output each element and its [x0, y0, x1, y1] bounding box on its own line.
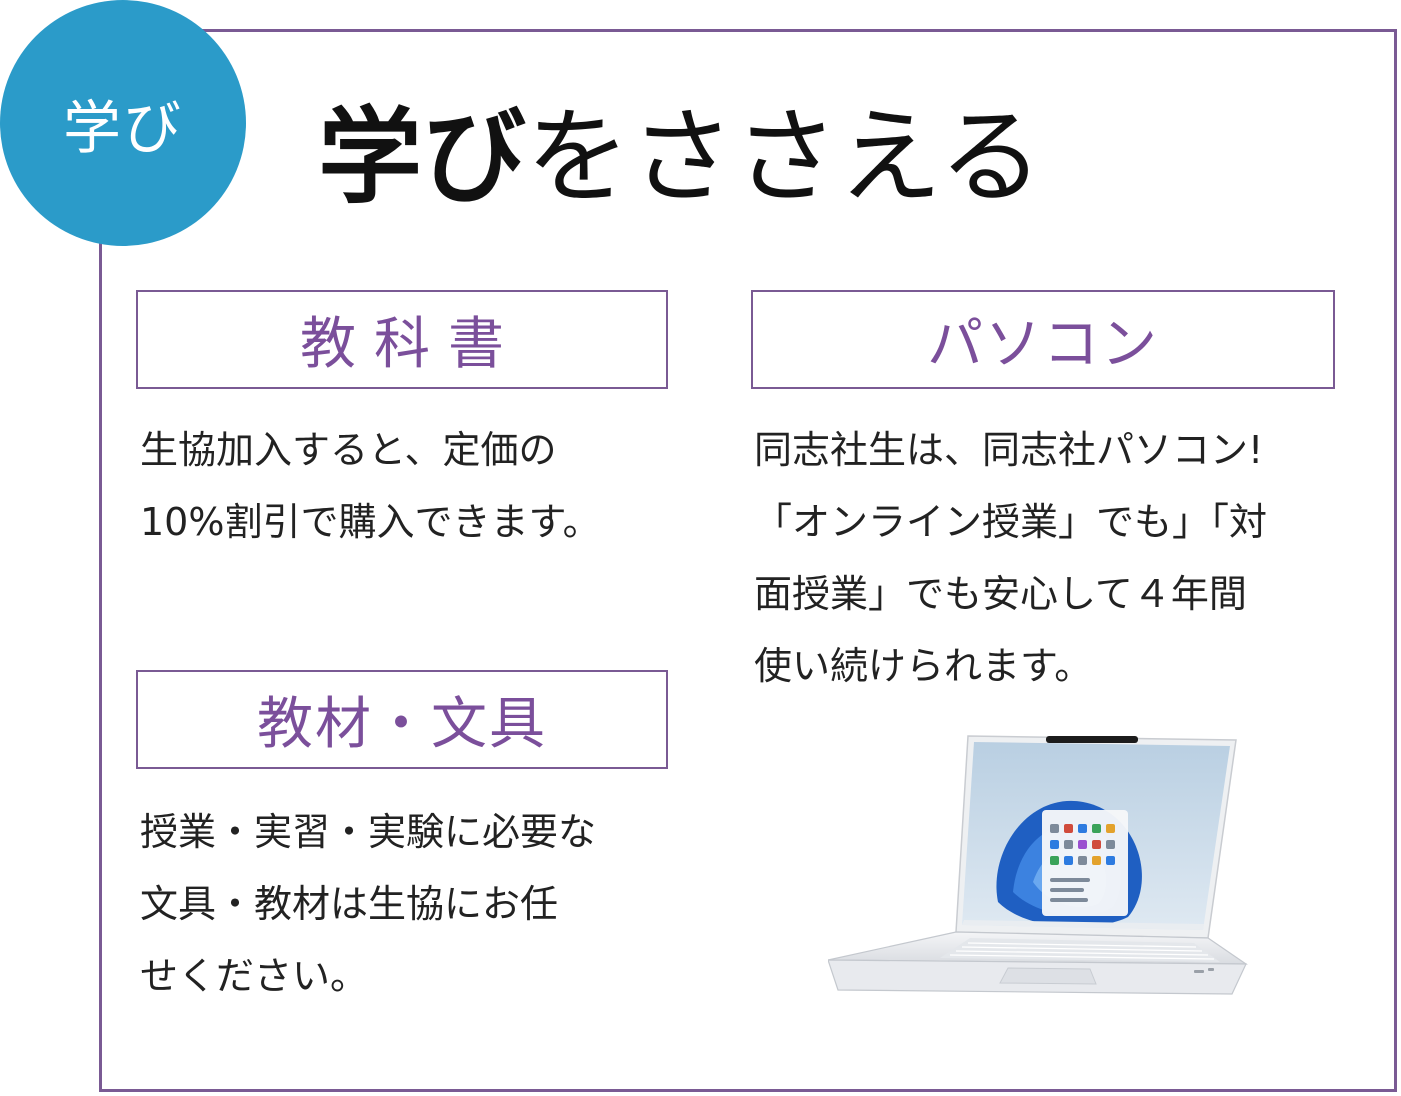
text-line: 生協加入すると、定価の [140, 428, 557, 472]
text-line: 「オンライン授業」でも」「対 [754, 500, 1268, 544]
section-text-materials: 授業・実習・実験に必要な 文具・教材は生協にお任 せください。 [140, 796, 680, 1012]
section-title-pc: パソコン [751, 290, 1335, 389]
text-line: 文具・教材は生協にお任 [140, 882, 559, 926]
badge-label: 学び [62, 94, 183, 162]
text-line: 使い続けられます。 [754, 644, 1093, 688]
page-title-rest: をささえる [526, 96, 1043, 218]
text-line: 10%割引で購入できます。 [140, 500, 601, 544]
section-title-materials-label: 教材・文具 [257, 692, 547, 757]
section-text-textbook: 生協加入すると、定価の 10%割引で購入できます。 [140, 414, 680, 558]
category-badge: 学び [0, 0, 246, 246]
section-title-textbook-label: 教科書 [300, 312, 522, 377]
section-title-pc-label: パソコン [927, 312, 1159, 377]
section-title-materials: 教材・文具 [136, 670, 668, 769]
page-title-bold: 学び [318, 96, 527, 218]
text-line: 同志社生は、同志社パソコン! [754, 428, 1264, 472]
laptop-icon [828, 735, 1248, 995]
content-frame [99, 29, 1397, 1092]
text-line: せください。 [140, 954, 369, 998]
text-line: 授業・実習・実験に必要な [140, 810, 597, 854]
section-text-pc: 同志社生は、同志社パソコン! 「オンライン授業」でも」「対 面授業」でも安心して… [754, 414, 1354, 702]
section-title-textbook: 教科書 [136, 290, 668, 389]
text-line: 面授業」でも安心して４年間 [754, 572, 1247, 616]
page-title: 学びをささえる [318, 92, 1043, 222]
